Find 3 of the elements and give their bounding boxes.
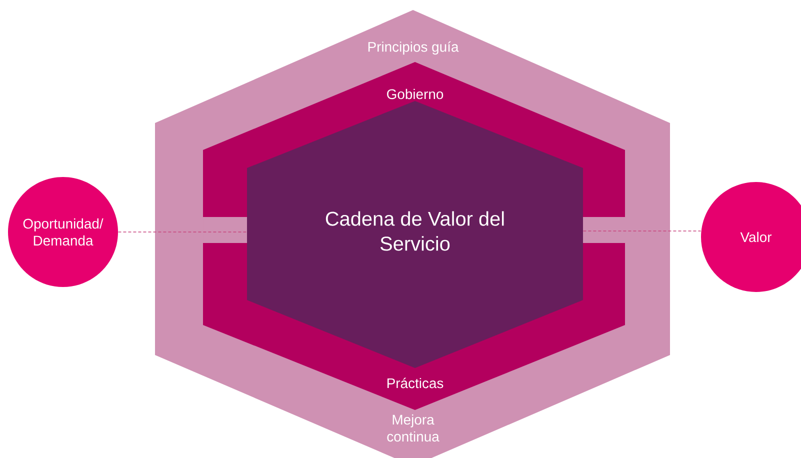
hexagon-layer: Cadena de Valor del Servicio <box>247 101 583 368</box>
circle-node: Oportunidad/ Demanda <box>8 177 118 287</box>
dashed-connector <box>582 230 702 232</box>
